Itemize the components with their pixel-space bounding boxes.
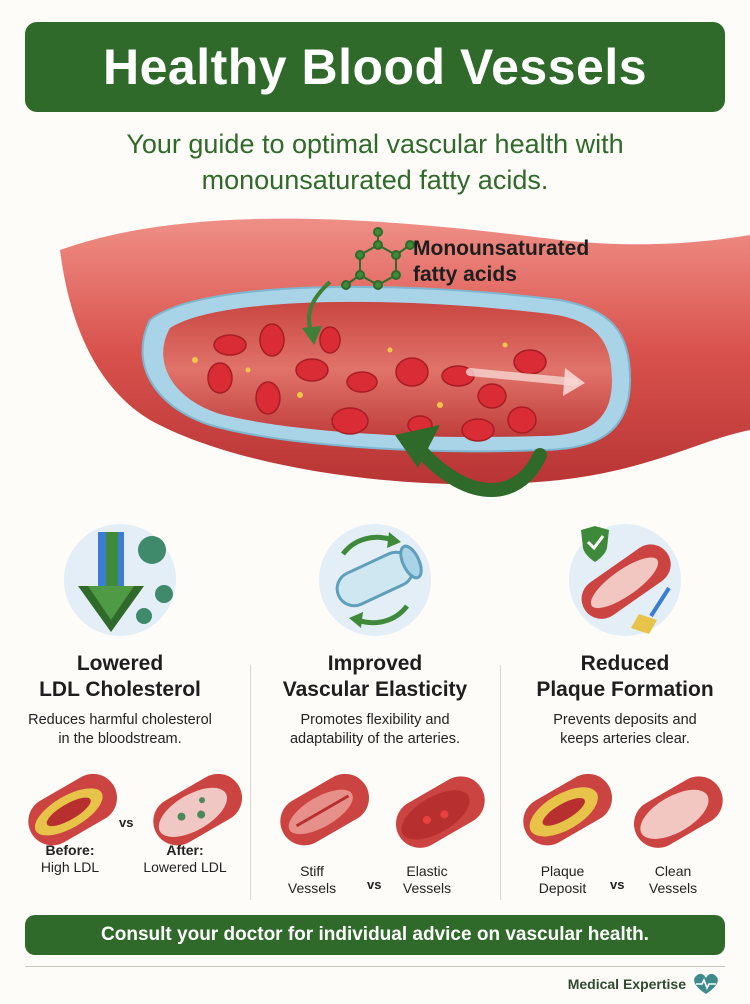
divider	[500, 665, 501, 900]
divider	[250, 665, 251, 900]
before-caption: Before:High LDL	[40, 842, 100, 875]
vs-label: vs	[119, 815, 134, 830]
brand-label: Medical Expertise	[567, 976, 686, 992]
elasticity-icon	[319, 524, 431, 636]
shield-check-icon	[581, 526, 609, 562]
plaque-icon	[569, 524, 681, 636]
plaque-vessels-illustration	[523, 773, 723, 848]
broom-icon	[631, 586, 671, 634]
molecule-icon	[341, 227, 415, 290]
ldl-comparison: vs Before:High LDL After:Lowered LDL	[20, 765, 260, 905]
divider-line	[25, 966, 725, 967]
arrow-down-icon	[78, 532, 144, 632]
fatty-acids-label-line2: fatty acids	[413, 263, 517, 286]
brand: Medical Expertise	[568, 972, 720, 996]
tube-icon	[335, 544, 423, 608]
after-caption: After:Lowered LDL	[143, 842, 227, 875]
vs-label: vs	[610, 877, 625, 892]
ldl-vessels-illustration	[28, 773, 243, 846]
footer-text: Consult your doctor for individual advic…	[101, 924, 649, 945]
fatty-acids-label-line1: Monounsaturated	[413, 237, 590, 260]
ldl-icon	[64, 524, 176, 636]
title-banner: Healthy Blood Vessels	[25, 22, 725, 112]
vs-label: vs	[367, 877, 382, 892]
fatty-acids-label: Monounsaturated fatty acids	[413, 236, 589, 288]
footer-banner: Consult your doctor for individual advic…	[25, 915, 725, 955]
elasticity-vessels-illustration	[280, 773, 485, 848]
page-title: Healthy Blood Vessels	[102, 39, 648, 95]
subtitle: Your guide to optimal vascular health wi…	[126, 129, 624, 195]
virus-icon	[136, 536, 173, 624]
heart-pulse-icon	[694, 973, 718, 994]
blood-vessel-illustration	[60, 218, 750, 497]
